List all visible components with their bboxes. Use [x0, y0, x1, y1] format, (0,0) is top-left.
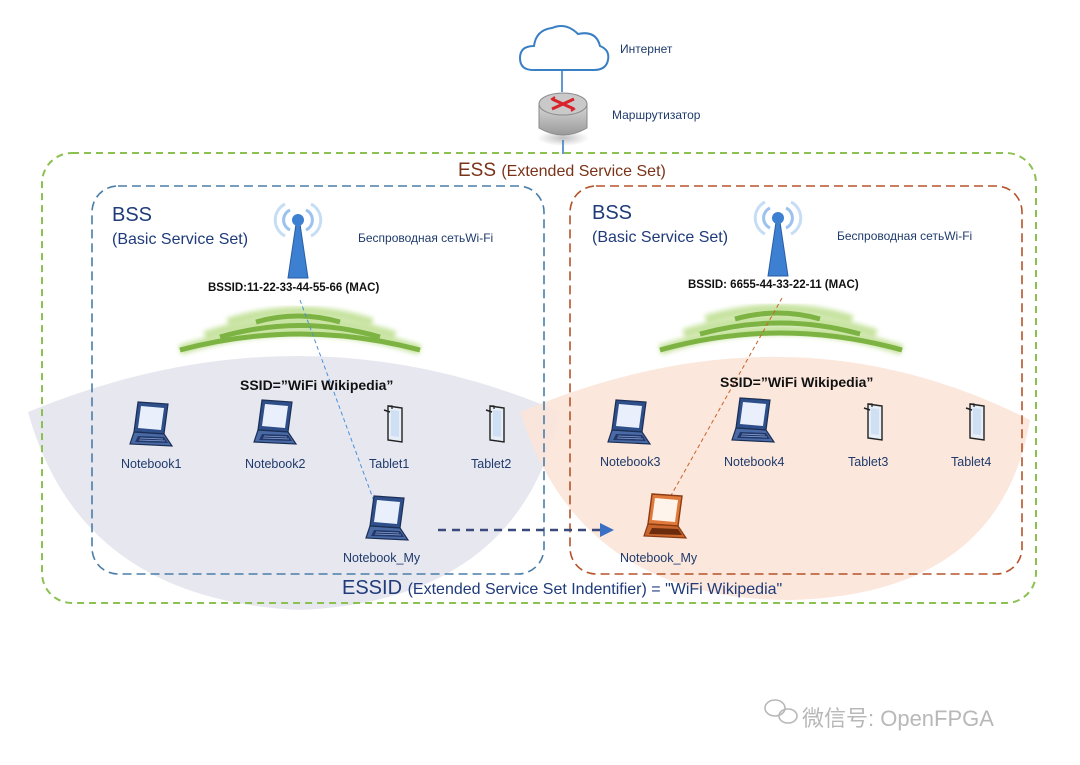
- device-label-tablet3: Tablet3: [848, 455, 889, 469]
- bss1-boundary: [91, 185, 545, 575]
- coverage-area-bss2: [520, 356, 1030, 600]
- bss2-ssid: SSID=”WiFi Wikipedia”: [720, 374, 874, 390]
- device-label-notebook1: Notebook1: [121, 457, 182, 471]
- cloud-icon: [518, 25, 610, 71]
- association-line-2: [663, 297, 783, 509]
- internet-label: Интернет: [620, 42, 673, 56]
- access-point-icon-2: [753, 200, 803, 278]
- essid-full-label: (Extended Service Set Indentifier) = "Wi…: [407, 581, 783, 598]
- association-line-1: [299, 299, 379, 513]
- ess-full-label: (Extended Service Set): [501, 163, 666, 180]
- essid-title: ESSID (Extended Service Set Indentifier)…: [342, 577, 782, 600]
- bss2-subtitle: (Basic Service Set): [592, 229, 729, 246]
- bss2-network-label: Беспроводная сетьWi-Fi: [837, 229, 973, 243]
- bss1-ssid: SSID=”WiFi Wikipedia”: [240, 377, 394, 393]
- device-label-notebook2: Notebook2: [245, 457, 306, 471]
- essid-label: ESSID: [342, 577, 403, 599]
- bss2-title: BSS: [592, 202, 633, 224]
- notebook-my-roamed-icon: [643, 493, 688, 539]
- device-label-notebook-my: Notebook_My: [343, 551, 421, 565]
- wechat-icon: [764, 699, 798, 724]
- signal-waves-2: [658, 304, 904, 355]
- bss1-subtitle: (Basic Service Set): [112, 231, 249, 248]
- roaming-arrow: [438, 523, 614, 537]
- bss1-bssid: BSSID:11-22-33-44-55-66 (MAC): [208, 282, 380, 294]
- device-label-tablet1: Tablet1: [369, 457, 410, 471]
- bss1-network-label: Беспроводная сетьWi-Fi: [358, 231, 494, 245]
- device-label-notebook-my-roamed: Notebook_My: [620, 551, 698, 565]
- router-icon: [537, 92, 589, 146]
- signal-waves-1: [178, 306, 422, 355]
- ess-title: ESS (Extended Service Set): [458, 160, 666, 182]
- device-label-notebook4: Notebook4: [724, 455, 785, 469]
- router-label: Маршрутизатор: [612, 108, 701, 122]
- bss2-bssid: BSSID: 6655-44-33-22-11 (MAC): [688, 279, 859, 291]
- device-label-tablet4: Tablet4: [951, 455, 992, 469]
- ess-label: ESS: [458, 160, 497, 181]
- coverage-area-bss1: [28, 356, 560, 610]
- bss2-boundary: [569, 185, 1023, 575]
- access-point-icon-1: [273, 202, 323, 280]
- ess-boundary: [41, 152, 1037, 604]
- device-label-notebook3: Notebook3: [600, 455, 661, 469]
- watermark-text: 微信号: OpenFPGA: [802, 706, 994, 731]
- bss1-title: BSS: [112, 204, 153, 226]
- device-label-tablet2: Tablet2: [471, 457, 512, 471]
